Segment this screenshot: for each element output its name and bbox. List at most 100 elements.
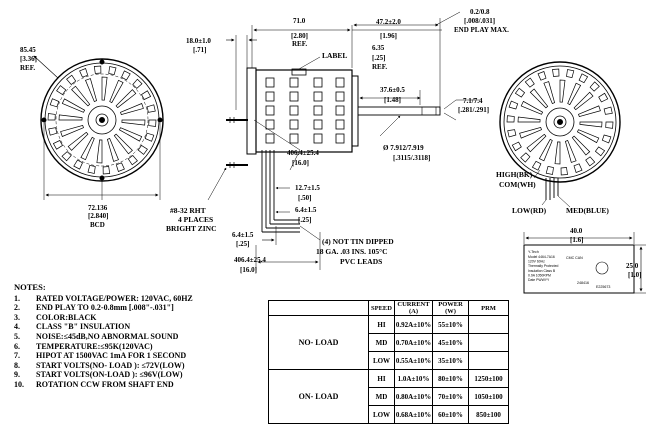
front-dia-in: [3.36] — [20, 55, 37, 63]
spec-table: SPEED CURRENT (A) POWER (W) PRM NO- LOAD… — [268, 300, 509, 424]
vent-slot — [96, 139, 103, 164]
side-vent-slot — [289, 91, 299, 102]
vent-slot — [566, 69, 575, 79]
vent-slot — [146, 104, 156, 113]
table-row: ON- LOAD HI 1.0A±10% 80±10% 1250±100 — [268, 369, 509, 424]
note-number: 8. — [14, 360, 20, 370]
cell-rpm: 1050±100 — [468, 387, 509, 406]
note-text: TEMPERATURE:≤95K(120VAC) — [36, 341, 153, 351]
vent-slot — [520, 100, 544, 115]
vent-slot — [564, 140, 577, 163]
vent-slot — [141, 90, 152, 100]
note-item: 3.COLOR:BLACK — [14, 313, 284, 323]
note-text: START VOLTS(NO- LOAD ): ≤72V(LOW) — [36, 360, 185, 370]
side-vent-slot — [289, 105, 299, 116]
vent-slot — [520, 152, 531, 163]
label-text-line: 120V 60Hz — [528, 260, 545, 264]
vent-slot — [531, 160, 542, 171]
side-lead1-in: [16.0] — [292, 159, 309, 167]
cell-power: 70±10% — [432, 387, 469, 406]
note-number: 1. — [14, 293, 20, 303]
rear-com-label: COM(WH) — [499, 180, 536, 189]
front-dia-ref: REF. — [20, 64, 35, 72]
table-row: LOW 0.55A±10% 35±10% — [269, 351, 509, 370]
vent-slot — [87, 164, 96, 174]
vent-slot — [573, 163, 583, 173]
vent-slot — [537, 71, 547, 81]
vent-slot — [514, 87, 526, 98]
cell-power: 60±10% — [432, 405, 469, 424]
side-lead2-in: [16.0] — [240, 266, 257, 274]
vent-slot — [60, 124, 84, 137]
rear-vent-slots — [506, 68, 614, 176]
note-text: RATED VOLTAGE/POWER: 120VAC, 60HZ — [36, 293, 193, 303]
leads-note-2: 18 GA. .03 INS. 105°C — [316, 247, 388, 256]
label-text-line: Model 4464-7A16 — [528, 255, 555, 259]
screw-note-3: BRIGHT ZINC — [166, 224, 217, 233]
vent-slot — [601, 134, 612, 144]
vent-slot — [543, 81, 556, 104]
vent-slot — [137, 144, 148, 155]
side-endplay-mm: 0.2/0.8 — [470, 8, 490, 16]
side-635-in: [.25] — [372, 54, 385, 62]
cell-power: 55±10% — [432, 315, 469, 334]
note-item: 2.END PLAY TO 0.2-0.8mm [.008"-.031"] — [14, 303, 284, 313]
vent-slot — [529, 88, 549, 109]
note-item: 10.ROTATION CCW FROM SHAFT END — [14, 380, 284, 390]
vent-slot — [578, 105, 601, 118]
vent-slot — [560, 167, 568, 176]
note-text: ROTATION CCW FROM SHAFT END — [36, 379, 174, 389]
vent-slot — [573, 91, 594, 111]
side-vent-slot — [335, 77, 345, 88]
vent-slot — [73, 159, 83, 170]
note-text: START VOLTS(ON-LOAD ): ≤96V(LOW) — [36, 370, 183, 380]
side-vent-slot — [335, 91, 345, 102]
vent-slot — [148, 119, 157, 127]
vent-slot — [106, 138, 119, 162]
side-vent-slot — [265, 133, 275, 144]
vent-slot — [121, 119, 146, 126]
notes-block: NOTES: 1.RATED VOLTAGE/POWER: 120VAC, 60… — [14, 282, 284, 390]
rear-view — [499, 61, 621, 208]
vent-slot — [71, 85, 91, 107]
note-item: 4.CLASS "B" INSULATION — [14, 322, 284, 332]
side-vent-slot — [335, 119, 345, 130]
vent-slot — [603, 106, 613, 115]
label-width-mm: 40.0 — [570, 227, 583, 235]
note-item: 6.TEMPERATURE:≤95K(120VAC) — [14, 342, 284, 352]
side-view — [207, 11, 480, 270]
vent-slot — [121, 70, 131, 81]
vent-slot — [79, 68, 89, 78]
side-vent-slot — [289, 133, 299, 144]
note-number: 4. — [14, 322, 20, 332]
rear-low-label: LOW(RD) — [512, 206, 547, 215]
spec-header-power: POWER (W) — [432, 300, 469, 316]
vent-slot — [115, 89, 137, 109]
cell-speed: LOW — [368, 405, 395, 424]
side-vent-slot — [313, 91, 323, 102]
spec-header-speed: SPEED — [368, 300, 395, 316]
rear-med-label: MED(BLUE) — [566, 206, 609, 215]
vent-slot — [67, 131, 89, 151]
vent-slot — [506, 115, 515, 123]
side-rim-mm: 18.0±1.0 — [186, 37, 211, 45]
cell-current: 0.70A±10% — [394, 333, 433, 352]
label-detail — [523, 232, 646, 294]
note-text: END PLAY TO 0.2-0.8mm [.008"-.031"] — [36, 303, 174, 313]
vent-slot — [554, 141, 561, 165]
note-text: NOISE:≤45dB,NO ABNORMAL SOUND — [36, 331, 179, 341]
vent-slot — [61, 98, 86, 113]
side-64a-mm: 6.4±1.5 — [295, 206, 317, 214]
side-shaft-mm: 47.2±2.0 — [376, 18, 401, 26]
label-width-in: [1.6] — [570, 236, 583, 244]
vent-slot — [108, 66, 117, 76]
label-cert: CMC CAN — [566, 256, 583, 260]
vent-slot — [80, 136, 95, 161]
front-bcd-label: BCD — [90, 221, 105, 229]
vent-slot — [567, 82, 582, 106]
side-127-mm: 12.7±1.5 — [295, 184, 320, 192]
side-vent-slot — [265, 105, 275, 116]
group-on-load: ON- LOAD — [268, 369, 369, 424]
spec-header-rpm: PRM — [468, 300, 509, 316]
